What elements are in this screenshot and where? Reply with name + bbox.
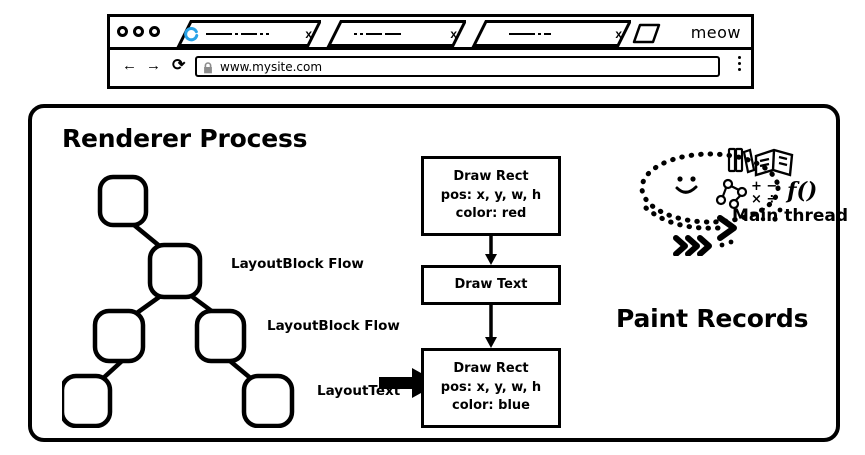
paint-record-box-1: Draw Rect pos: x, y, w, h color: red <box>421 156 561 236</box>
paint-record-line: color: red <box>455 206 527 222</box>
tree-label-layoutblock-flow-1: LayoutBlock Flow <box>231 256 364 272</box>
back-button[interactable]: ← <box>122 57 137 74</box>
tree-node-block-2 <box>92 308 146 364</box>
minimize-dot-icon[interactable] <box>133 26 144 37</box>
browser-tab-2[interactable]: x <box>316 20 466 47</box>
paint-connector-arrow-1 <box>484 236 498 265</box>
renderer-process-panel: Renderer Process LayoutBlock Flow <box>28 104 848 442</box>
main-thread-label: Main thread <box>732 206 849 226</box>
svg-text:f(): f() <box>785 178 817 204</box>
books-icon <box>727 147 756 174</box>
reload-button[interactable]: ⟳ <box>172 57 186 74</box>
close-dot-icon[interactable] <box>117 26 128 37</box>
paint-record-box-3: Draw Rect pos: x, y, w, h color: blue <box>421 348 561 428</box>
tab-title-placeholder <box>509 30 551 38</box>
brand-label: meow <box>690 23 741 42</box>
layout-tree-svg <box>62 174 295 428</box>
window-controls <box>117 26 160 37</box>
function-icon: f() <box>785 178 817 204</box>
thought-arrow-dotted <box>643 205 721 231</box>
tree-node-block-3 <box>194 308 247 364</box>
thought-trail-dots <box>760 207 783 222</box>
padlock-icon <box>202 61 214 74</box>
renderer-process-title: Renderer Process <box>62 124 308 153</box>
tab-close-icon[interactable]: x <box>450 26 457 41</box>
paint-record-line: pos: x, y, w, h <box>440 379 542 395</box>
smiley-face-icon <box>675 176 698 194</box>
tab-strip: x x x <box>110 17 751 50</box>
paint-record-line: Draw Rect <box>453 360 529 376</box>
layout-tree-diagram: LayoutBlock Flow LayoutBlock Flow Layout… <box>62 163 400 428</box>
main-thread-thought-bubble: + − × ÷ f() <box>632 146 832 257</box>
tree-node-root <box>97 174 149 228</box>
svg-text:+ −: + − <box>751 179 777 194</box>
forward-button[interactable]: → <box>146 57 161 74</box>
url-text[interactable]: www.mysite.com <box>220 59 323 74</box>
browser-tab-1[interactable]: x <box>166 20 321 47</box>
thought-cloud-outline <box>639 151 781 225</box>
tree-node-text-1 <box>62 373 113 428</box>
node-tree-icon <box>715 178 748 210</box>
maximize-dot-icon[interactable] <box>149 26 160 37</box>
thought-arrow-head <box>717 215 737 241</box>
browser-tab-3[interactable]: x <box>461 20 631 47</box>
math-symbols-icon: + − × ÷ <box>751 179 777 207</box>
overflow-menu-icon[interactable] <box>738 56 741 71</box>
url-bar[interactable]: www.mysite.com <box>195 56 720 77</box>
new-tab-button[interactable] <box>631 23 661 44</box>
tab-title-placeholder <box>206 30 269 38</box>
open-book-icon <box>754 148 794 177</box>
svg-text:× ÷: × ÷ <box>751 192 777 207</box>
browser-window: x x x <box>107 14 754 89</box>
browser-toolbar: ← → ⟳ www.mysite.com <box>110 50 751 86</box>
tree-label-layoutblock-flow-2: LayoutBlock Flow <box>267 318 400 334</box>
tree-node-block-1 <box>147 242 203 300</box>
tab-title-placeholder <box>354 30 401 38</box>
paint-records-heading: Paint Records <box>616 304 809 333</box>
loading-spinner-icon <box>184 26 199 41</box>
chevrons-icon <box>673 235 712 257</box>
tab-close-icon[interactable]: x <box>305 26 312 41</box>
paint-record-line: Draw Rect <box>453 168 529 184</box>
paint-record-box-2: Draw Text <box>421 265 561 305</box>
paint-record-line: Draw Text <box>454 276 528 292</box>
tab-close-icon[interactable]: x <box>615 26 622 41</box>
paint-connector-arrow-2 <box>484 305 498 348</box>
paint-record-line: color: blue <box>452 398 530 414</box>
paint-record-line: pos: x, y, w, h <box>440 187 542 203</box>
tab-shape <box>461 20 631 47</box>
tree-node-text-2 <box>241 373 295 428</box>
